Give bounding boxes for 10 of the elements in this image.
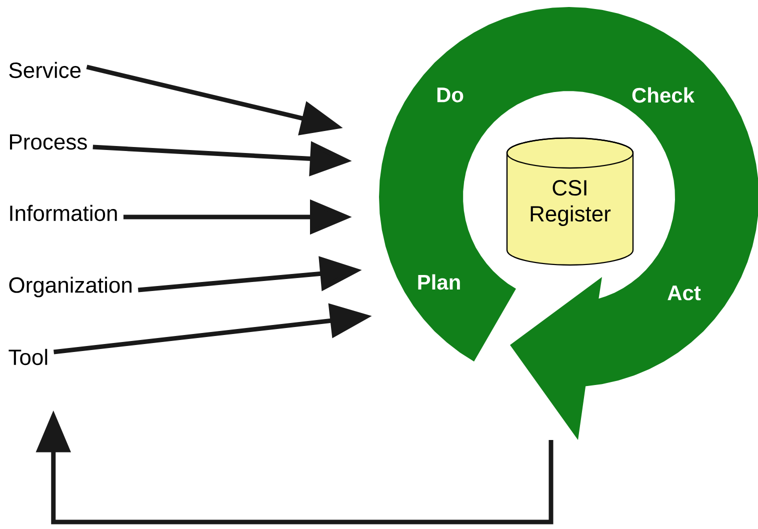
label-text: Organization [9, 276, 132, 298]
label-text: Information [10, 204, 117, 222]
cycle-label: Act [668, 286, 701, 300]
label-text: Service [9, 62, 81, 78]
cycle-label: Check [632, 87, 695, 103]
label-text: Process [10, 134, 87, 150]
cycle-label: Plan [418, 274, 460, 290]
label-text: Tool [8, 348, 48, 366]
database-cylinder: CSI Register [506, 137, 634, 266]
cycle-label: Do [437, 88, 464, 102]
